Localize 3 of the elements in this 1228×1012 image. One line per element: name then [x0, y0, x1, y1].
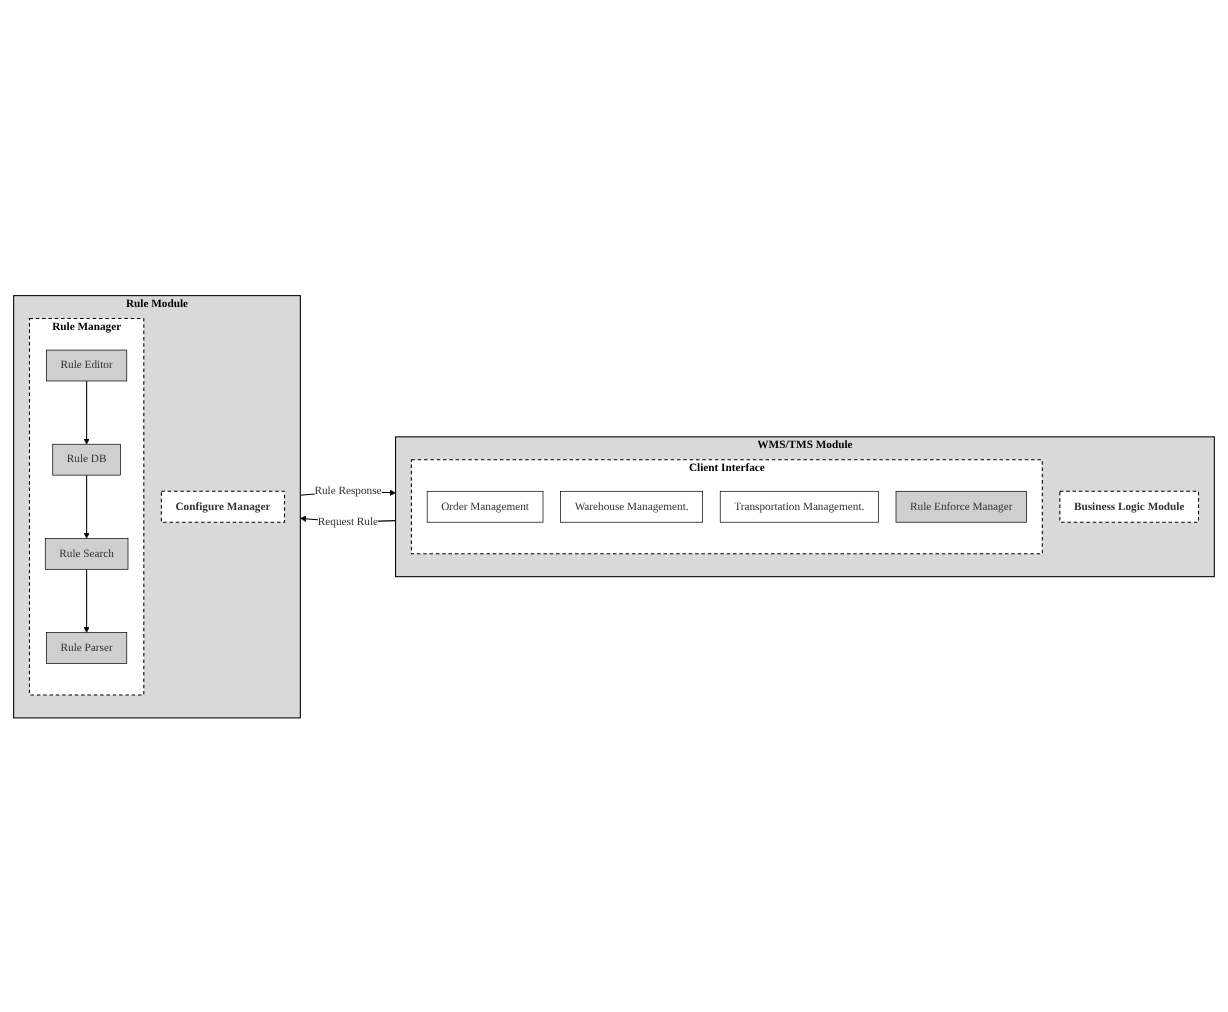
arrow	[83, 473, 90, 538]
arrow	[83, 379, 90, 444]
arrow	[83, 568, 90, 633]
